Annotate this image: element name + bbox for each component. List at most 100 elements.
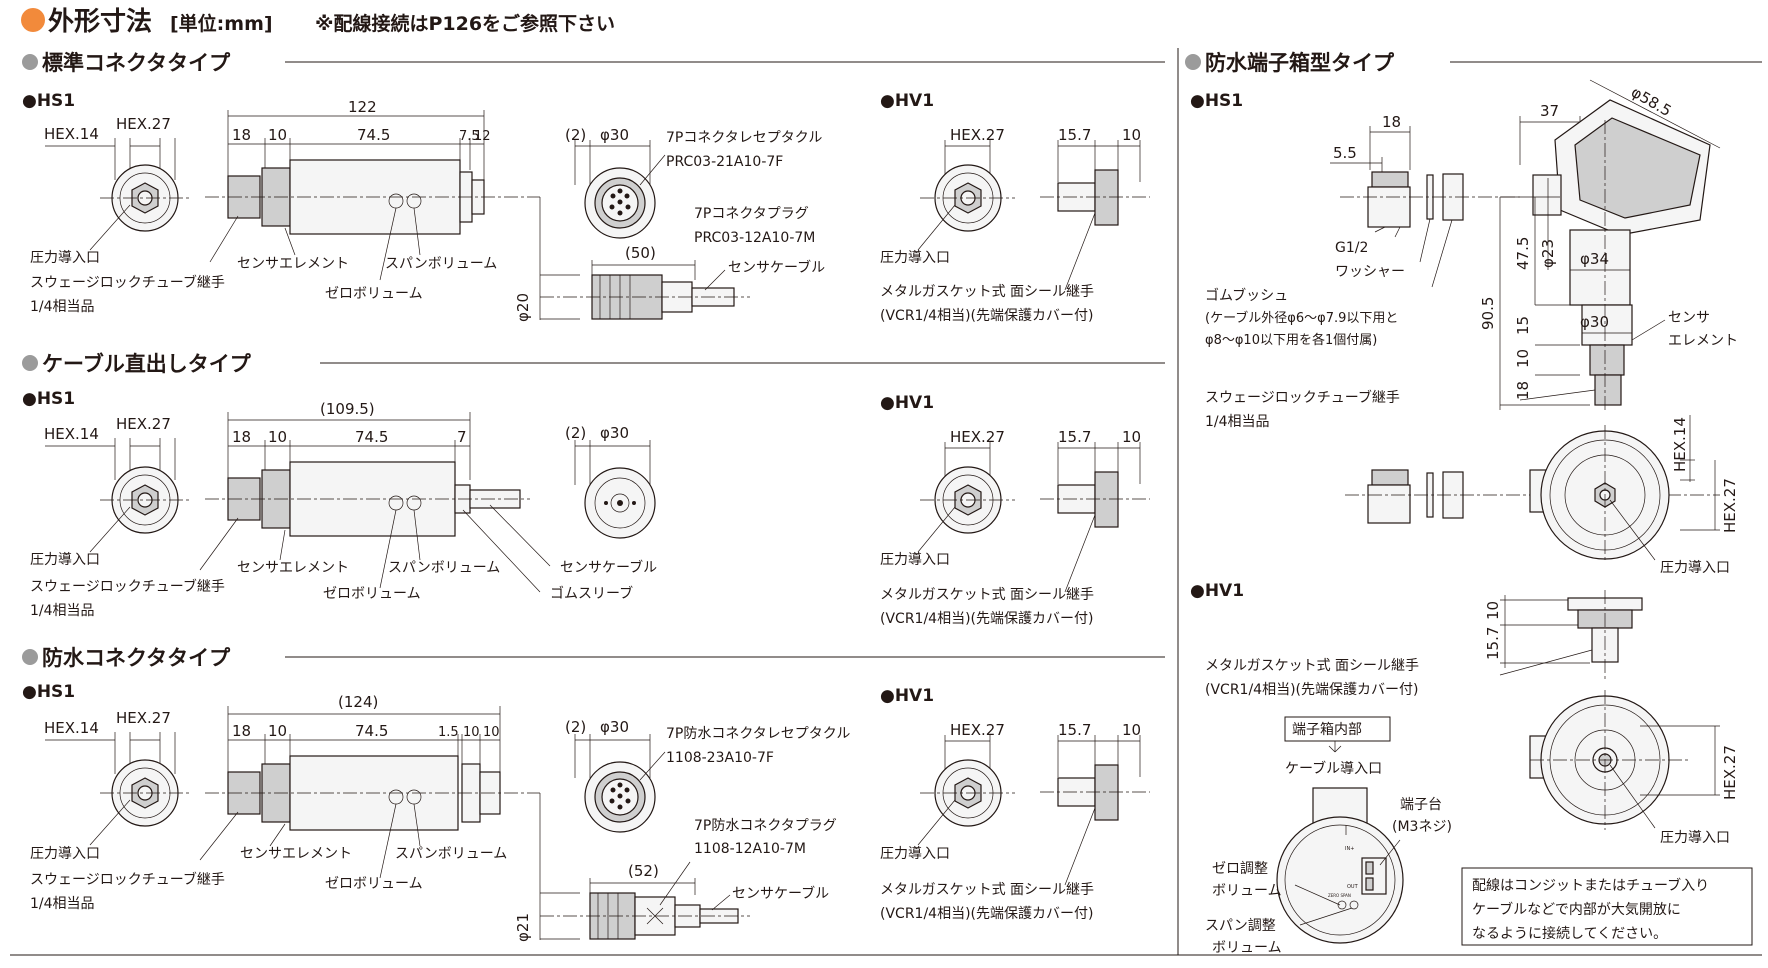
svg-text:90.5: 90.5: [1479, 297, 1497, 330]
wp-hv1-front-view: HEX.27: [917, 721, 1015, 846]
svg-text:HEX.14: HEX.14: [1671, 417, 1689, 472]
section-bullet-icon: [22, 649, 38, 665]
label-washer: ワッシャー: [1335, 264, 1405, 280]
label-inlet: 圧力導入口: [30, 250, 100, 266]
svg-text:φ30: φ30: [600, 126, 629, 144]
label-sensor: センサエレメント: [237, 560, 349, 576]
pcb-marking: OUT: [1347, 884, 1359, 890]
svg-text:10: 10: [268, 722, 287, 740]
label-vcr: (VCR1/4相当)(先端保護カバー付): [880, 308, 1093, 324]
label-sensor-cable: センサケーブル: [732, 885, 829, 902]
svg-text:10: 10: [1122, 428, 1141, 446]
svg-text:18: 18: [232, 428, 251, 446]
svg-text:37: 37: [1540, 102, 1559, 120]
svg-text:74.5: 74.5: [355, 428, 388, 446]
label-g12: G1/2: [1335, 240, 1368, 256]
pcb-marking: IN+: [1345, 846, 1354, 852]
svg-text:18: 18: [1514, 381, 1532, 400]
label-zero-adj-vol: ボリューム: [1212, 883, 1282, 899]
label-swagelok: スウェージロックチューブ継手: [30, 578, 225, 595]
wiring-note: ※配線接続はP126をご参照下さい: [315, 12, 615, 35]
label-inlet: 圧力導入口: [30, 552, 100, 568]
svg-text:10: 10: [483, 725, 500, 740]
svg-text:10: 10: [1514, 349, 1532, 368]
label-sensor-cable: センサケーブル: [560, 559, 657, 576]
svg-text:φ21: φ21: [514, 913, 532, 942]
svg-text:φ30: φ30: [600, 424, 629, 442]
label-inlet: 圧力導入口: [880, 552, 950, 568]
label-wp-plug: 7P防水コネクタプラグ: [694, 818, 837, 834]
svg-text:18: 18: [232, 722, 251, 740]
svg-text:7.5: 7.5: [459, 129, 480, 144]
label-swagelok: スウェージロックチューブ継手: [30, 871, 225, 888]
label-vcr: (VCR1/4相当)(先端保護カバー付): [880, 611, 1093, 627]
svg-text:15: 15: [1514, 316, 1532, 335]
section-title-standard: 標準コネクタタイプ: [42, 51, 231, 75]
label-span: スパンボリューム: [395, 846, 507, 862]
svg-text:φ30: φ30: [600, 718, 629, 736]
label-inlet: 圧力導入口: [1660, 560, 1730, 576]
label-sensor: センサエレメント: [240, 846, 352, 862]
wp-connector-receptacle-view: (2) φ30: [565, 718, 666, 833]
model-label: ●HV1: [880, 393, 934, 413]
title-bullet-icon: [21, 8, 45, 32]
tb-hs1-bottom-view: HEX.14 HEX.27: [1345, 415, 1739, 561]
label-quarter: 1/4相当品: [30, 299, 95, 315]
note-line: なるように接続してください。: [1472, 925, 1667, 942]
model-label: ●HS1: [1190, 91, 1243, 111]
svg-text:HEX.27: HEX.27: [950, 126, 1005, 144]
section-title-cable: ケーブル直出しタイプ: [42, 352, 252, 376]
label-quarter: 1/4相当品: [1205, 414, 1270, 430]
tb-gland-parts: 18 5.5: [1330, 113, 1520, 288]
svg-text:10: 10: [1122, 721, 1141, 739]
svg-text:15.7: 15.7: [1058, 721, 1091, 739]
wp-hs1-side-view: (124) 18 10 74.5 1.5 10 10: [199, 693, 540, 879]
std-hv1-side-view: 15.7 10: [1040, 126, 1150, 291]
label-plug-part: PRC03-12A10-7M: [694, 230, 815, 246]
label-quarter: 1/4相当品: [30, 896, 95, 912]
model-label: ●HS1: [22, 682, 75, 702]
label-swagelok: スウェージロックチューブ継手: [30, 274, 225, 291]
label-metal-gasket: メタルガスケット式 面シール継手: [880, 284, 1094, 300]
svg-text:10: 10: [1484, 601, 1502, 620]
svg-text:(109.5): (109.5): [320, 400, 375, 418]
label-wp-receptacle: 7P防水コネクタレセプタクル: [666, 726, 850, 742]
label-span: スパンボリューム: [385, 256, 497, 272]
label-receptacle-part: PRC03-21A10-7F: [666, 154, 783, 170]
label-metal-gasket: メタルガスケット式 面シール継手: [1205, 658, 1419, 674]
label-rubber-bush: ゴムブッシュ: [1205, 287, 1288, 304]
label-zero: ゼロボリューム: [323, 586, 421, 602]
cable-hv1-front-view: HEX.27: [917, 428, 1015, 553]
label-m3-screw: (M3ネジ): [1392, 819, 1452, 835]
label-inlet: 圧力導入口: [30, 846, 100, 862]
label-vcr: (VCR1/4相当)(先端保護カバー付): [880, 906, 1093, 922]
svg-text:HEX.14: HEX.14: [44, 719, 99, 737]
svg-text:HEX.27: HEX.27: [116, 415, 171, 433]
model-label: ●HS1: [22, 389, 75, 409]
tb-hv1-side-view: 10 15.7: [1484, 590, 1643, 680]
label-zero-adj: ゼロ調整: [1212, 861, 1268, 877]
svg-text:74.5: 74.5: [357, 126, 390, 144]
cable-hv1-side-view: 15.7 10: [1040, 428, 1150, 593]
label-rubber-sleeve: ゴムスリーブ: [550, 585, 633, 602]
wp-connector-plug-view: (52) φ21: [514, 793, 750, 942]
svg-text:1.5: 1.5: [438, 725, 459, 740]
wp-hv1-side-view: 15.7 10: [1040, 721, 1150, 886]
unit-label: [単位:mm]: [170, 12, 273, 35]
svg-text:(50): (50): [625, 244, 656, 262]
svg-text:φ20: φ20: [514, 293, 532, 322]
label-inlet: 圧力導入口: [1660, 830, 1730, 846]
svg-text:10: 10: [1122, 126, 1141, 144]
label-metal-gasket: メタルガスケット式 面シール継手: [880, 587, 1094, 603]
section-bullet-icon: [22, 355, 38, 371]
svg-text:HEX.27: HEX.27: [950, 721, 1005, 739]
svg-text:HEX.27: HEX.27: [116, 115, 171, 133]
svg-text:HEX.27: HEX.27: [116, 709, 171, 727]
svg-text:(2): (2): [565, 424, 586, 442]
svg-text:HEX.27: HEX.27: [950, 428, 1005, 446]
label-terminal-block: 端子台: [1400, 797, 1442, 813]
note-line: ケーブルなどで内部が大気開放に: [1472, 901, 1681, 918]
label-zero: ゼロボリューム: [325, 286, 423, 302]
